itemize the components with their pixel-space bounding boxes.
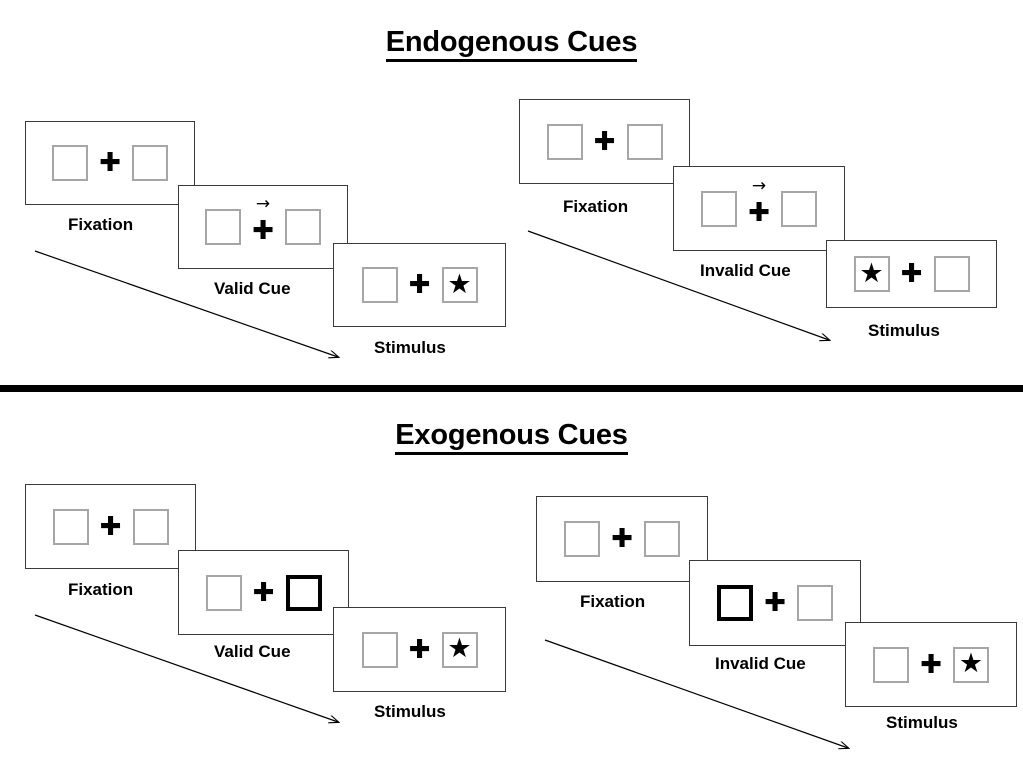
left-box [361, 267, 398, 303]
right-box [285, 209, 321, 245]
caption-exogenous-valid-stimulus: Stimulus [374, 702, 446, 721]
star-icon: ★ [859, 257, 884, 288]
panel-endogenous-invalid-cue: → ✚ [673, 166, 845, 251]
section-title-endogenous: Endogenous Cues [0, 26, 1023, 62]
left-box [546, 123, 583, 160]
plus-icon: ✚ [252, 577, 275, 608]
fixation-center: ✚ [600, 526, 644, 552]
fixation-center: ✚ [909, 652, 953, 678]
panel-exogenous-valid-cue: ✚ [178, 550, 349, 635]
caption-exogenous-valid-cue: Valid Cue [214, 642, 291, 661]
star-icon: ★ [958, 648, 984, 678]
frame-content: ✚ ★ [361, 631, 478, 668]
left-box-cued [717, 585, 753, 621]
section-divider [0, 385, 1023, 392]
left-box [564, 521, 600, 557]
plus-icon: ✚ [764, 588, 786, 618]
right-box [132, 508, 169, 545]
fixation-center: ✚ [398, 637, 442, 663]
left-box [361, 631, 398, 668]
arrow-right-icon: → [255, 194, 271, 214]
fixation-center: ✚ [398, 272, 442, 298]
section-title-exogenous: Exogenous Cues [0, 419, 1023, 455]
panel-endogenous-valid-fixation: ✚ [25, 121, 195, 205]
frame-content: ✚ [52, 508, 169, 545]
fixation-center: ✚ [890, 261, 934, 287]
caption-endogenous-invalid-cue: Invalid Cue [700, 261, 791, 280]
fixation-center: → ✚ [241, 196, 285, 246]
frame-content: ✚ [546, 123, 663, 160]
right-box [797, 585, 833, 621]
fixation-center: ✚ [88, 150, 132, 176]
plus-icon: ✚ [748, 197, 770, 228]
plus-icon: ✚ [920, 649, 942, 680]
panel-exogenous-valid-fixation: ✚ [25, 484, 196, 569]
caption-endogenous-valid-fixation: Fixation [68, 215, 134, 234]
caption-exogenous-invalid-cue: Invalid Cue [715, 654, 806, 673]
caption-exogenous-valid-fixation: Fixation [68, 580, 134, 599]
caption-exogenous-invalid-stimulus: Stimulus [886, 713, 958, 732]
left-box [701, 190, 737, 227]
panel-endogenous-invalid-fixation: ✚ [519, 99, 690, 184]
right-box [933, 256, 970, 292]
right-box [644, 521, 680, 557]
star-icon: ★ [447, 633, 472, 663]
left-box: ★ [853, 256, 890, 292]
panel-endogenous-valid-stimulus: ✚ ★ [333, 243, 506, 327]
right-box [132, 145, 168, 181]
frame-content: ✚ [52, 145, 168, 181]
panel-exogenous-invalid-cue: ✚ [689, 560, 861, 646]
right-box: ★ [953, 646, 989, 683]
fixation-center: → ✚ [737, 177, 781, 228]
arrow-right-icon: → [751, 175, 767, 196]
plus-icon: ✚ [593, 126, 616, 157]
plus-icon: ✚ [408, 634, 431, 665]
left-box [52, 508, 89, 545]
plus-icon: ✚ [900, 259, 923, 289]
plus-icon: ✚ [99, 148, 121, 178]
panel-exogenous-valid-stimulus: ✚ ★ [333, 607, 506, 692]
caption-exogenous-invalid-fixation: Fixation [580, 592, 646, 611]
plus-icon: ✚ [408, 270, 431, 300]
frame-content: ✚ ★ [361, 267, 478, 303]
frame-content: → ✚ [205, 196, 321, 246]
panel-endogenous-invalid-stimulus: ★ ✚ [826, 240, 997, 308]
fixation-center: ✚ [89, 514, 133, 540]
caption-endogenous-valid-cue: Valid Cue [214, 279, 291, 298]
frame-content: ✚ ★ [873, 646, 989, 683]
section-title-endogenous-text: Endogenous Cues [385, 26, 637, 62]
caption-endogenous-invalid-fixation: Fixation [563, 197, 629, 216]
fixation-center: ✚ [583, 129, 627, 155]
panel-exogenous-invalid-stimulus: ✚ ★ [845, 622, 1017, 707]
right-box [626, 123, 663, 160]
panel-exogenous-invalid-fixation: ✚ [536, 496, 708, 582]
right-box: ★ [441, 631, 478, 668]
right-box [781, 190, 817, 227]
frame-content: → ✚ [701, 177, 817, 228]
panel-endogenous-valid-cue: → ✚ [178, 185, 348, 269]
fixation-center: ✚ [753, 590, 797, 616]
frame-content: ✚ [717, 585, 833, 621]
fixation-center: ✚ [242, 580, 286, 606]
left-box [205, 574, 242, 611]
left-box [873, 646, 909, 683]
plus-icon: ✚ [99, 511, 122, 542]
left-box [205, 209, 241, 245]
section-title-exogenous-text: Exogenous Cues [395, 419, 628, 455]
caption-endogenous-invalid-stimulus: Stimulus [868, 321, 940, 340]
right-box-cued [285, 574, 322, 611]
right-box: ★ [441, 267, 478, 303]
frame-content: ★ ✚ [853, 256, 970, 292]
plus-icon: ✚ [252, 216, 274, 246]
frame-content: ✚ [564, 521, 680, 557]
plus-icon: ✚ [611, 524, 633, 554]
left-box [52, 145, 88, 181]
caption-endogenous-valid-stimulus: Stimulus [374, 338, 446, 357]
star-icon: ★ [447, 268, 472, 299]
frame-content: ✚ [205, 574, 322, 611]
